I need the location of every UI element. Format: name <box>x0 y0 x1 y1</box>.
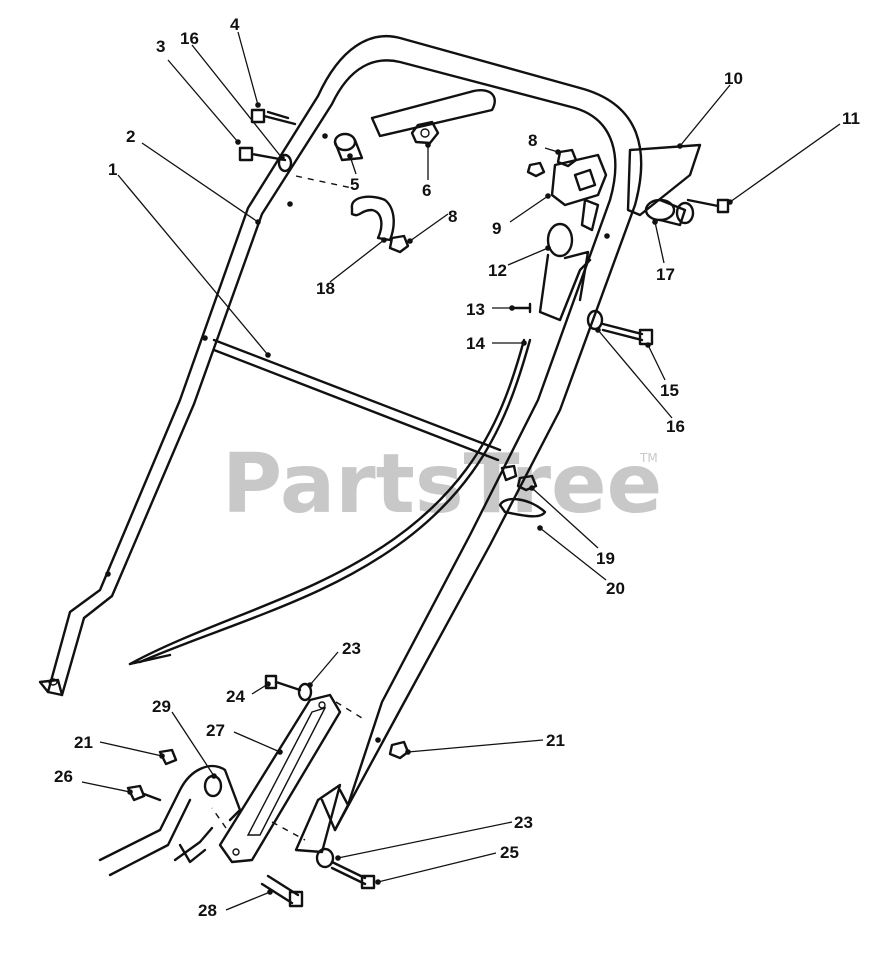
clip-18 <box>350 195 395 242</box>
callout-21-left: 21 <box>74 733 93 752</box>
leader-lines <box>81 31 841 911</box>
bolts-upper-left <box>238 108 297 162</box>
callout-16-upper: 16 <box>180 29 199 48</box>
bolt-25 <box>315 847 376 890</box>
callout-5: 5 <box>350 175 359 194</box>
callout-12: 12 <box>488 261 507 280</box>
callout-4: 4 <box>230 15 240 34</box>
callout-8-lower: 8 <box>448 207 457 226</box>
nut-21-right <box>388 740 410 760</box>
watermark-text: PartsTree <box>222 437 662 532</box>
callout-9: 9 <box>492 219 501 238</box>
callout-17: 17 <box>656 265 675 284</box>
callout-19: 19 <box>596 549 615 568</box>
control-cable <box>128 338 532 666</box>
callout-2: 2 <box>126 127 135 146</box>
callout-23-lower: 23 <box>514 813 533 832</box>
callout-24: 24 <box>226 687 245 706</box>
link-27 <box>218 693 342 864</box>
nut-8-lower <box>388 234 410 254</box>
callout-20: 20 <box>606 579 625 598</box>
cable-clamp <box>538 222 592 322</box>
washer-top <box>526 161 546 178</box>
watermark-trademark: TM <box>639 451 658 465</box>
nut-6 <box>410 120 440 145</box>
control-rod <box>212 338 502 462</box>
bolt-24 <box>264 674 313 702</box>
callout-labels: 1 2 3 4 5 6 8 8 9 10 11 12 13 14 15 16 1… <box>54 15 860 920</box>
callout-21-right: 21 <box>546 731 565 750</box>
deck-bracket <box>98 748 242 877</box>
callout-27: 27 <box>206 721 225 740</box>
callout-14: 14 <box>466 334 485 353</box>
nut-8-upper <box>556 148 578 168</box>
callout-29: 29 <box>152 697 171 716</box>
alignment-lines <box>211 175 363 841</box>
callout-8-upper: 8 <box>528 131 537 150</box>
upper-bracket <box>626 143 702 217</box>
knob-assembly <box>644 198 695 227</box>
callout-18: 18 <box>316 279 335 298</box>
callout-11: 11 <box>842 109 860 128</box>
bolt-28 <box>260 874 304 908</box>
callout-13: 13 <box>466 300 485 319</box>
callout-15: 15 <box>660 381 679 400</box>
callout-6: 6 <box>422 181 431 200</box>
washer-16-upper <box>277 153 293 173</box>
screw-13 <box>510 302 532 314</box>
callout-26: 26 <box>54 767 73 786</box>
handle-assembly <box>38 35 643 854</box>
callout-23-upper: 23 <box>342 639 361 658</box>
cable-tie-20 <box>498 497 547 518</box>
leader-dots <box>105 102 733 895</box>
callout-25: 25 <box>500 843 519 862</box>
spacer-5 <box>333 132 364 162</box>
callout-16-lower: 16 <box>666 417 685 436</box>
lever-plate <box>550 153 608 232</box>
bolt-11 <box>686 198 730 214</box>
callout-10: 10 <box>724 69 743 88</box>
callout-1: 1 <box>108 160 117 179</box>
callout-3: 3 <box>156 37 165 56</box>
callout-28: 28 <box>198 901 217 920</box>
